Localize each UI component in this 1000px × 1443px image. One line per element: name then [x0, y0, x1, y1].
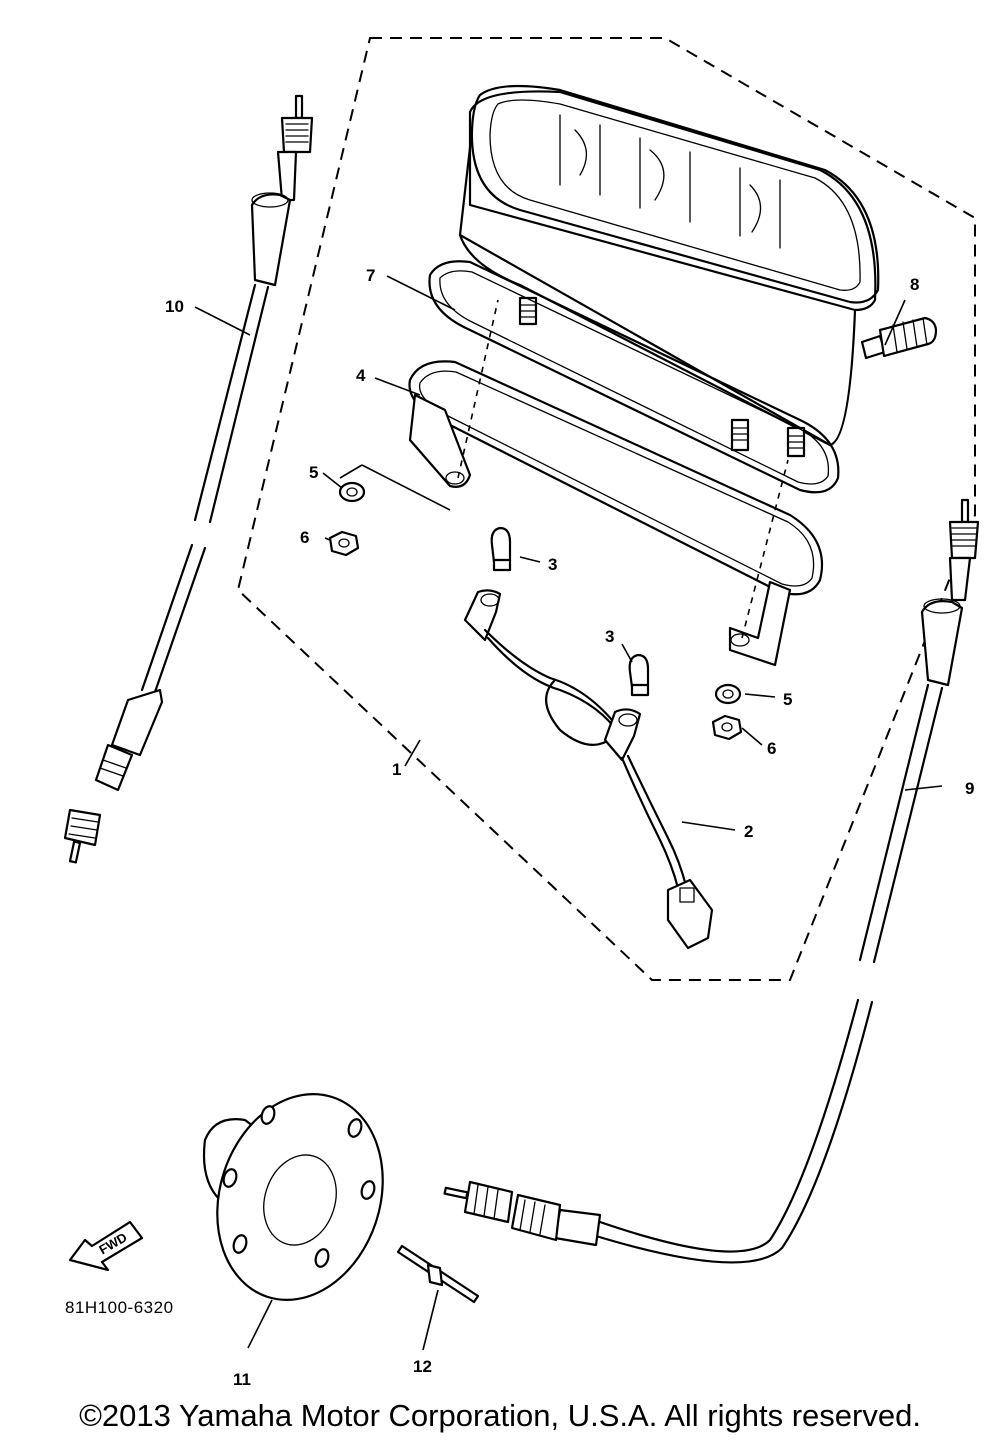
trip-reset-knob — [860, 316, 938, 360]
speedometer-cable — [443, 498, 980, 1264]
copyright-notice: ©2013 Yamaha Motor Corporation, U.S.A. A… — [79, 1398, 921, 1433]
meter-case — [408, 360, 824, 667]
meter-shaft — [396, 1244, 480, 1304]
callout-6b: 6 — [767, 739, 776, 758]
callout-5b: 5 — [783, 690, 792, 709]
nut — [328, 530, 743, 741]
gasket — [428, 260, 840, 494]
callout-11: 11 — [233, 1370, 251, 1389]
callout-4: 4 — [356, 366, 366, 385]
meter-gear-unit — [202, 1093, 384, 1301]
forward-arrow-icon: FWD — [68, 1220, 144, 1272]
assembly-boundary — [236, 37, 976, 981]
callout-9: 9 — [965, 779, 974, 798]
callout-10: 10 — [165, 297, 184, 316]
washer — [338, 481, 742, 705]
callout-3b: 3 — [605, 627, 614, 646]
callout-6a: 6 — [300, 528, 309, 547]
callout-1: 1 — [392, 760, 401, 779]
wiring-harness — [463, 589, 714, 950]
callout-12: 12 — [413, 1357, 432, 1376]
bulb — [490, 526, 650, 697]
mounting-stud — [518, 296, 806, 458]
meter-housing — [458, 84, 880, 447]
callout-3a: 3 — [548, 555, 557, 574]
callout-5a: 5 — [309, 463, 318, 482]
callout-8: 8 — [910, 275, 919, 294]
callout-2: 2 — [744, 822, 753, 841]
drawing-code: 81H100-6320 — [65, 1298, 174, 1317]
tachometer-cable — [63, 94, 314, 864]
callout-7: 7 — [366, 266, 375, 285]
